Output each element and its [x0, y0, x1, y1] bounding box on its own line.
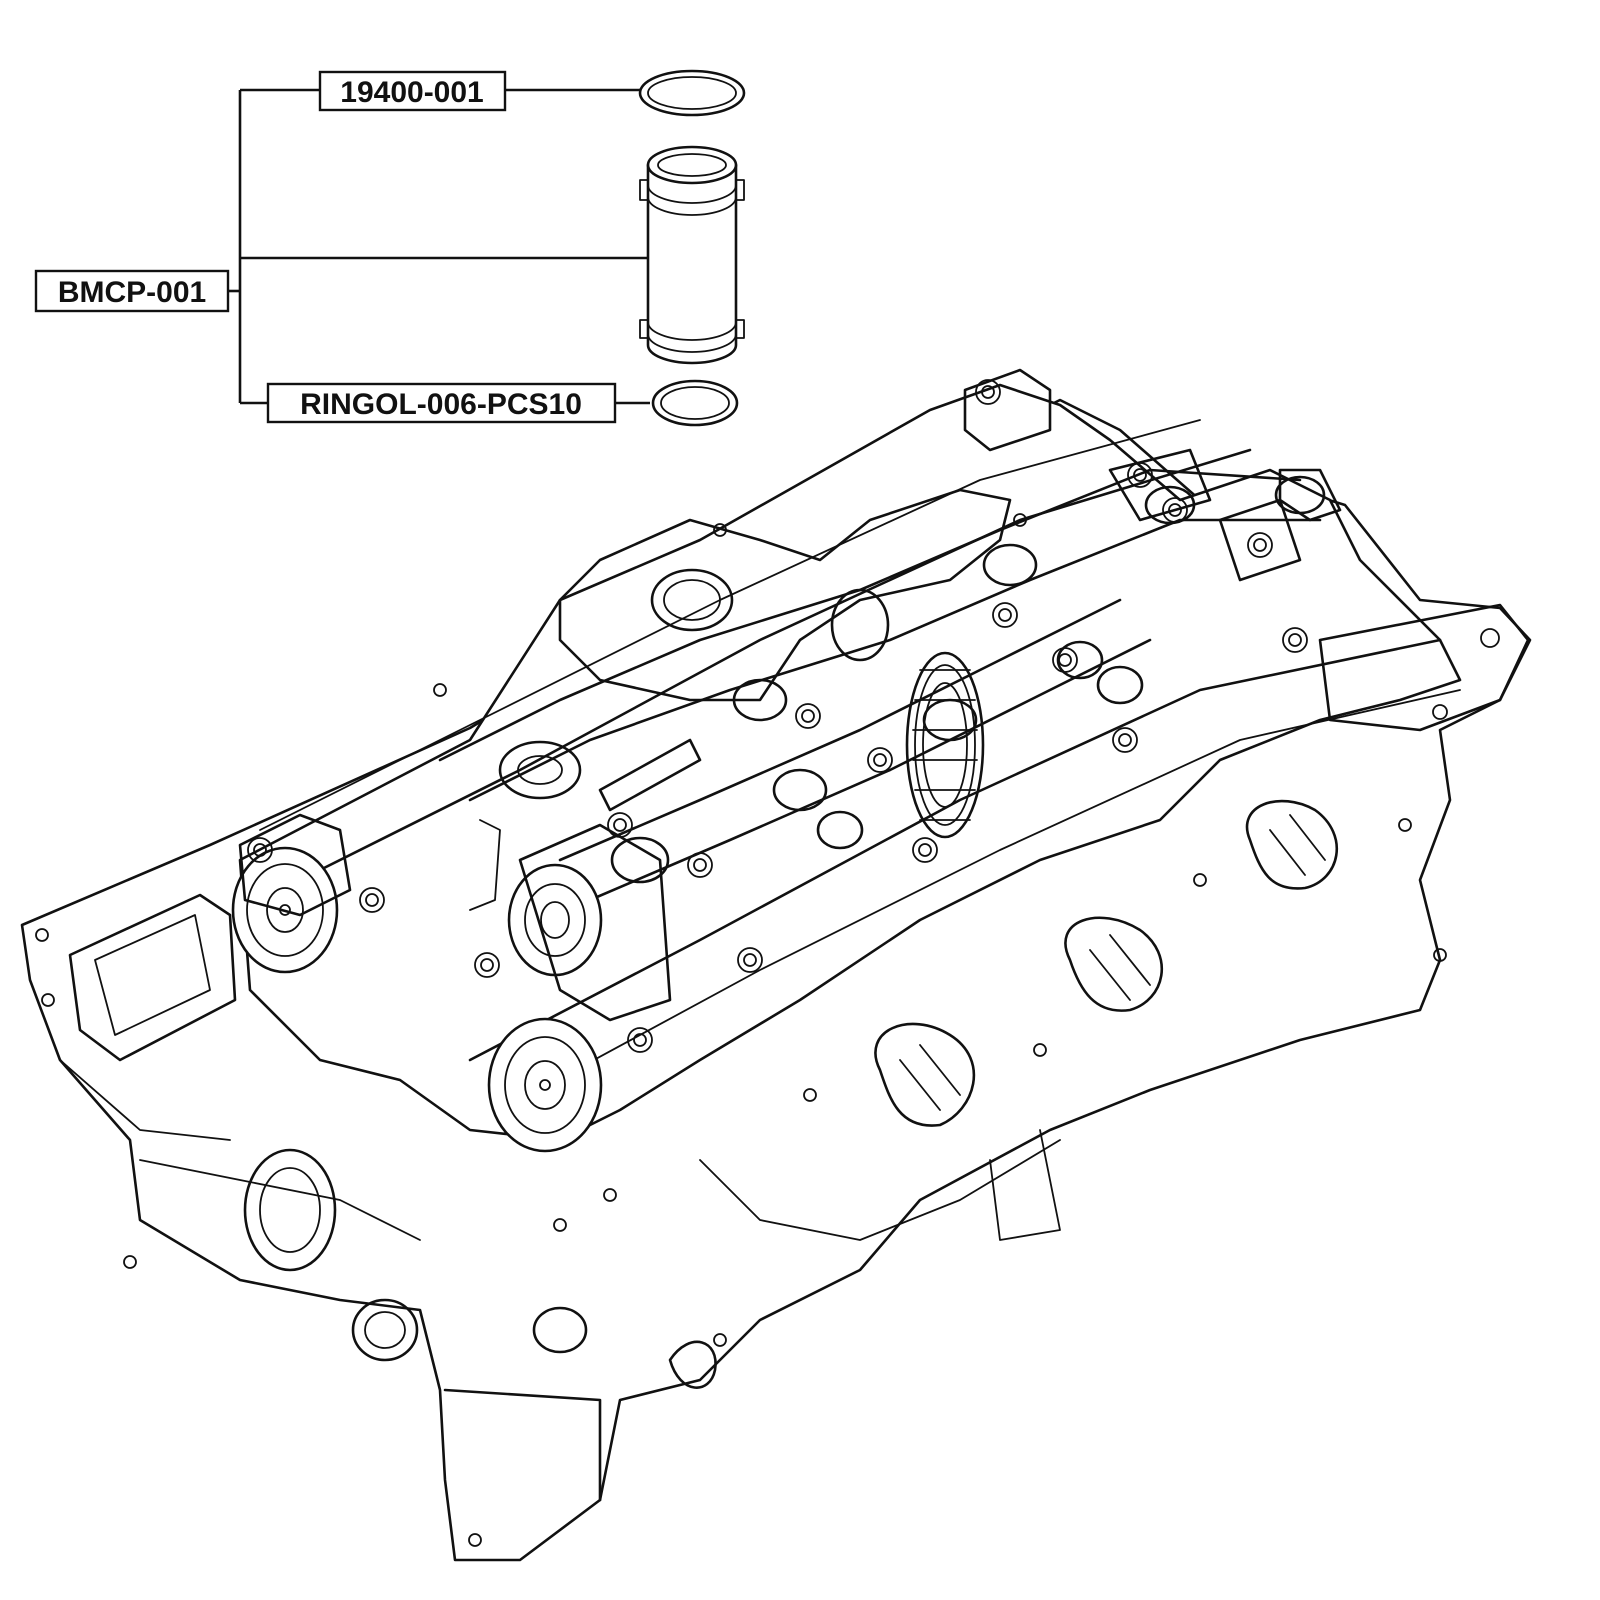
label-upper-ring-box: [318, 70, 507, 112]
sleeve-icon: [639, 145, 745, 365]
label-lower-ring-box: [266, 382, 617, 424]
cylinder-head-icon: [20, 368, 1532, 1562]
label-upper-ring: 19400-001: [318, 70, 507, 112]
label-kit: BMCP-001: [34, 269, 230, 313]
label-kit-box: [34, 269, 230, 313]
label-lower-ring-text: RINGOL-006-PCS10: [300, 388, 582, 421]
label-kit-text: BMCP-001: [58, 276, 206, 309]
o-ring-icon: [651, 379, 739, 427]
label-upper-ring-text: 19400-001: [340, 76, 483, 109]
label-lower-ring: RINGOL-006-PCS10: [266, 382, 617, 424]
o-ring-icon: [638, 69, 746, 117]
leader-lines: [228, 88, 655, 405]
